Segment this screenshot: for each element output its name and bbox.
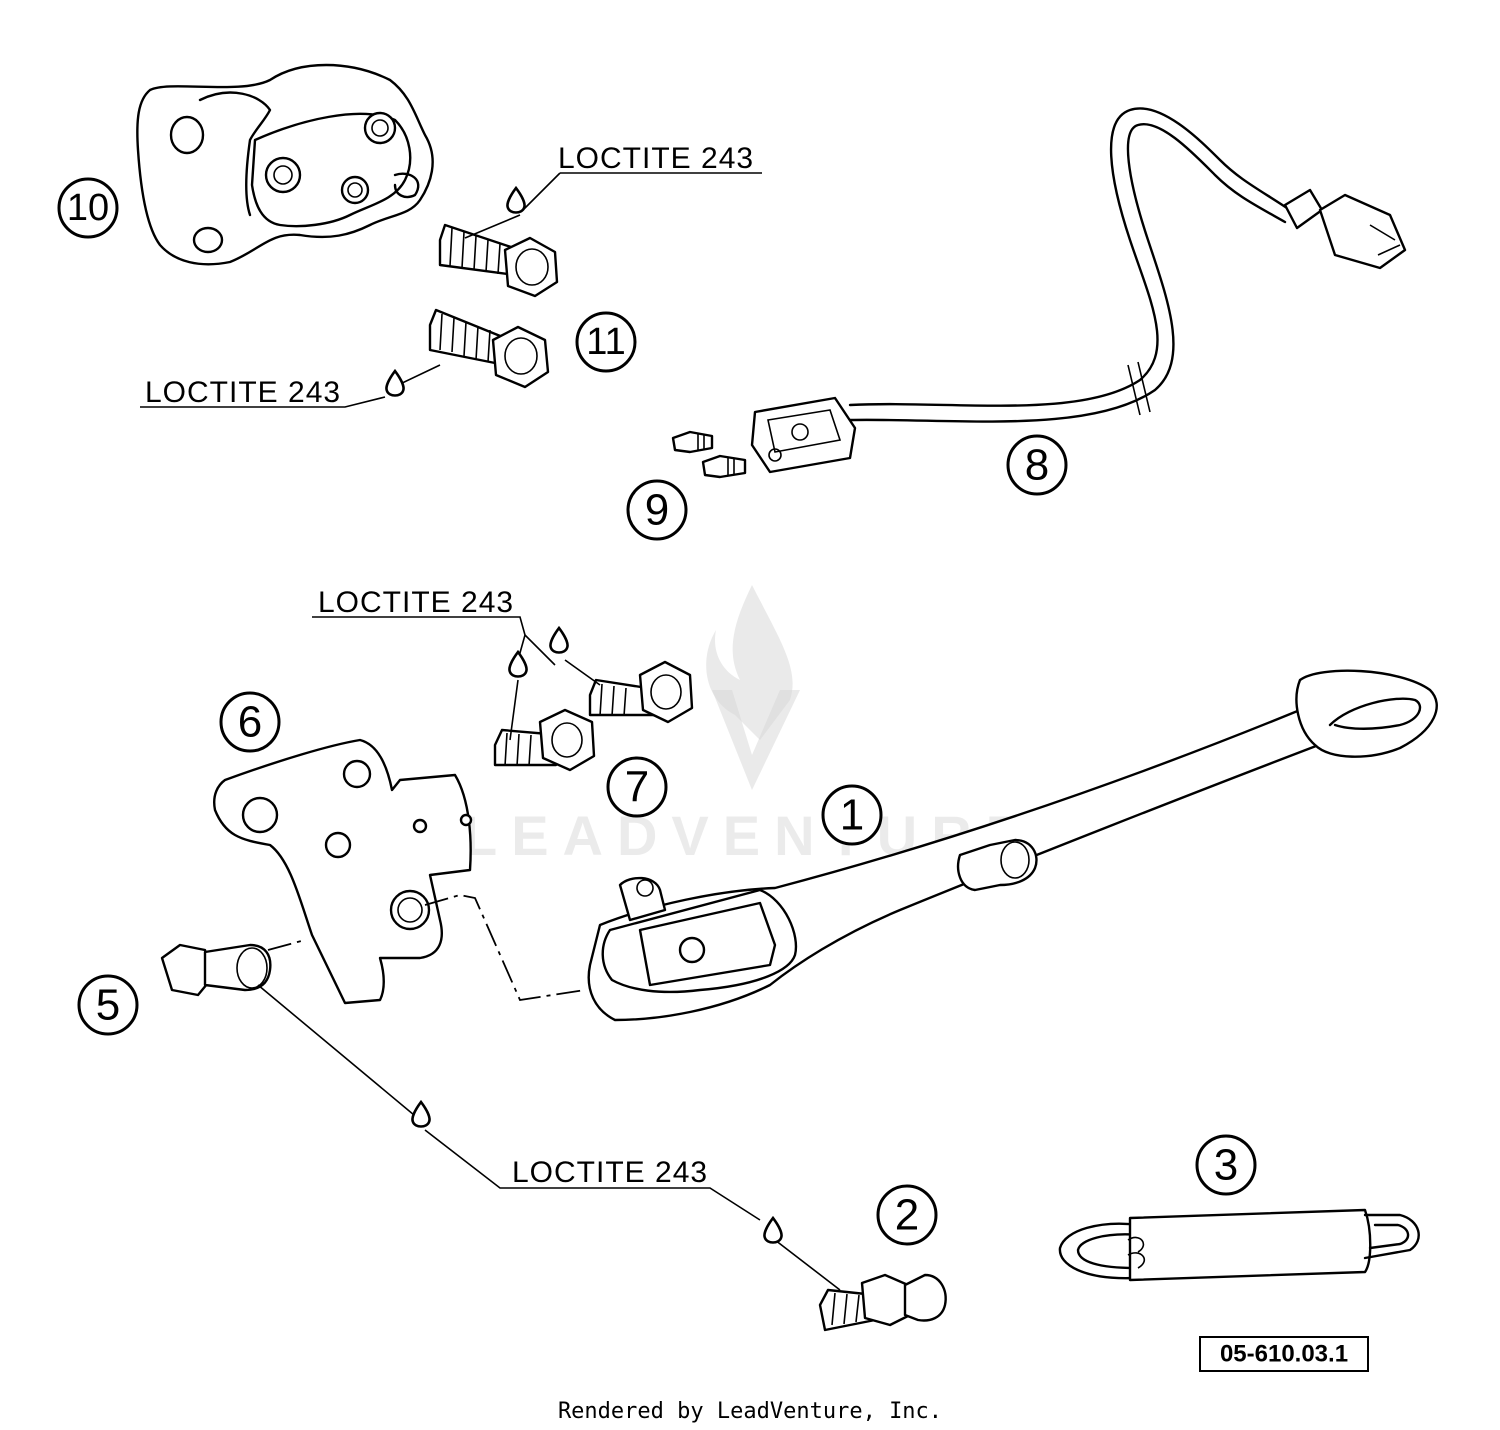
part-2-stop-bolt [818, 1273, 947, 1332]
callout-8: 8 [1006, 434, 1068, 496]
callout-label: 1 [840, 791, 864, 840]
loctite-note-left: LOCTITE 243 [145, 376, 341, 409]
callout-2: 2 [876, 1184, 938, 1246]
loctite-note-top: LOCTITE 243 [558, 142, 754, 175]
part-1-sidestand [587, 669, 1438, 1022]
credit-text: Rendered by LeadVenture, Inc. [558, 1399, 942, 1424]
callout-label: 6 [238, 698, 262, 747]
callout-3: 3 [1195, 1134, 1257, 1196]
loctite-drop-icon [763, 1215, 783, 1244]
loctite-drops [385, 185, 783, 1244]
callout-6: 6 [219, 691, 281, 753]
v-logo-icon [712, 690, 800, 790]
part-8-switch-cable [750, 107, 1407, 474]
part-7-bolts [493, 660, 694, 772]
callout-11: 11 [575, 311, 637, 373]
callout-label: 2 [895, 1191, 919, 1240]
callout-10: 10 [57, 177, 119, 239]
part-9-screws [671, 430, 747, 479]
callout-label: 7 [625, 763, 649, 812]
callout-label: 9 [645, 486, 669, 535]
loctite-drop-icon [549, 625, 569, 654]
loctite-drop-icon [508, 649, 528, 678]
callout-7: 7 [606, 756, 668, 818]
callout-5: 5 [77, 974, 139, 1036]
reference-number: 05-610.03.1 [1220, 1341, 1348, 1368]
part-10-bracket [136, 63, 434, 266]
callout-1: 1 [821, 784, 883, 846]
loctite-note-mid: LOCTITE 243 [318, 586, 514, 619]
part-5-pivot-bolt [160, 943, 272, 997]
part-6-plate [213, 738, 473, 1005]
callout-label: 8 [1025, 441, 1049, 490]
callout-label: 5 [96, 981, 120, 1030]
watermark: LEADVENTURE [463, 585, 1023, 867]
loctite-drop-icon [411, 1099, 431, 1128]
loctite-drop-icon [385, 368, 405, 397]
leader-lines [140, 172, 841, 1291]
callout-label: 3 [1214, 1141, 1238, 1190]
part-3-spring [1058, 1208, 1420, 1282]
callout-label: 11 [586, 321, 625, 363]
loctite-drop-icon [506, 185, 526, 214]
callout-label: 10 [67, 187, 109, 229]
reference-number-box: 05-610.03.1 [1199, 1336, 1369, 1372]
callout-9: 9 [626, 479, 688, 541]
loctite-note-bottom: LOCTITE 243 [512, 1156, 708, 1189]
assembly-axis-line [267, 894, 586, 1001]
part-11-bolts [428, 223, 559, 389]
